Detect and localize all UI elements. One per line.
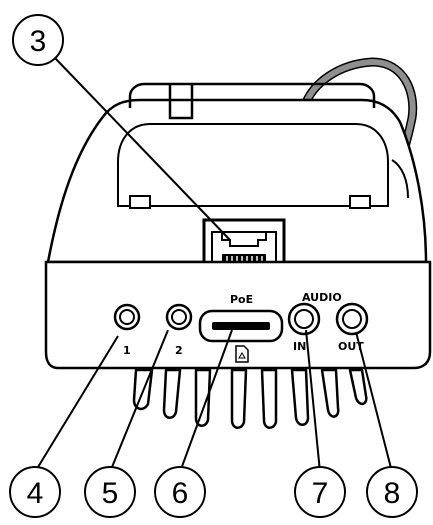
io-2-label: 2: [175, 344, 183, 357]
audio-label: AUDIO: [302, 291, 342, 304]
upper-housing: [46, 82, 428, 264]
io-connector-2: [165, 303, 193, 331]
callout-3: 3: [12, 14, 64, 66]
leader-line-6: [179, 329, 233, 473]
leader-line-7: [305, 329, 321, 473]
leader-line-4: [34, 335, 119, 473]
leader-line-8: [355, 331, 393, 473]
callout-5-text: 5: [102, 477, 119, 510]
poe-label: PoE: [230, 293, 253, 306]
io-connector-1: [113, 303, 141, 331]
callout-6-text: 6: [172, 477, 189, 510]
cooling-fins: [132, 368, 368, 429]
io-1-label: 1: [123, 344, 131, 357]
callout-7-text: 7: [312, 477, 329, 510]
sd-card-slot: [198, 309, 284, 363]
audio-out-label: OUT: [338, 340, 364, 353]
audio-out-jack: [335, 302, 369, 336]
leader-line-3: [54, 57, 231, 241]
callout-6: 6: [154, 466, 206, 518]
leader-lines: [34, 57, 393, 473]
callout-4: 4: [9, 466, 61, 518]
audio-in-label: IN: [293, 340, 306, 353]
callout-8-text: 8: [384, 477, 401, 510]
leader-line-5: [109, 329, 169, 473]
callout-7: 7: [294, 466, 346, 518]
callout-8: 8: [366, 466, 418, 518]
sd-card-icon: [235, 345, 249, 363]
audio-in-jack: [287, 302, 321, 336]
callout-5: 5: [84, 466, 136, 518]
callout-3-text: 3: [30, 25, 47, 58]
callout-4-text: 4: [27, 477, 44, 510]
